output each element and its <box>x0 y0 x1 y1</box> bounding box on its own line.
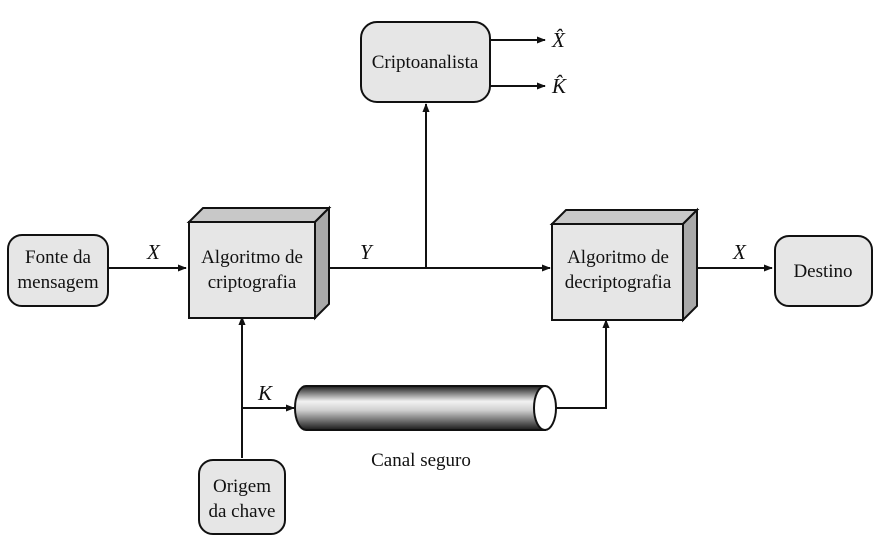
label-k-hat: K̂ <box>551 74 567 98</box>
origem-label-line-1: Origem <box>213 476 271 497</box>
arrow-canal-to-decripto <box>555 319 610 409</box>
fonte-label-line-2: mensagem <box>17 272 98 293</box>
algoritmo-criptografia-box: Algoritmo de criptografia <box>186 205 332 321</box>
canal-seguro-label: Canal seguro <box>371 450 471 471</box>
fonte-box: Fonte da mensagem <box>7 234 109 307</box>
cripto-label-line-1: Algoritmo de <box>201 247 303 268</box>
origem-label-line-2: da chave <box>209 501 276 522</box>
criptoanalista-box: Criptoanalista <box>360 21 491 103</box>
label-x-hat: X̂ <box>551 28 566 52</box>
fonte-label-line-1: Fonte da <box>25 247 92 268</box>
canal-seguro-pipe: Canal seguro <box>294 385 557 471</box>
destino-box: Destino <box>774 235 873 307</box>
decripto-label-line-2: decriptografia <box>565 272 672 293</box>
destino-label: Destino <box>793 261 852 282</box>
origem-chave-box: Origem da chave <box>198 459 286 535</box>
algoritmo-decriptografia-box: Algoritmo de decriptografia <box>549 207 700 323</box>
label-x-input: X <box>146 240 161 264</box>
decripto-label-line-1: Algoritmo de <box>567 247 669 268</box>
label-k: K <box>257 381 273 405</box>
label-y: Y <box>360 240 374 264</box>
criptoanalista-label: Criptoanalista <box>372 52 479 73</box>
label-x-output: X <box>732 240 747 264</box>
cripto-label-line-2: criptografia <box>208 272 297 293</box>
